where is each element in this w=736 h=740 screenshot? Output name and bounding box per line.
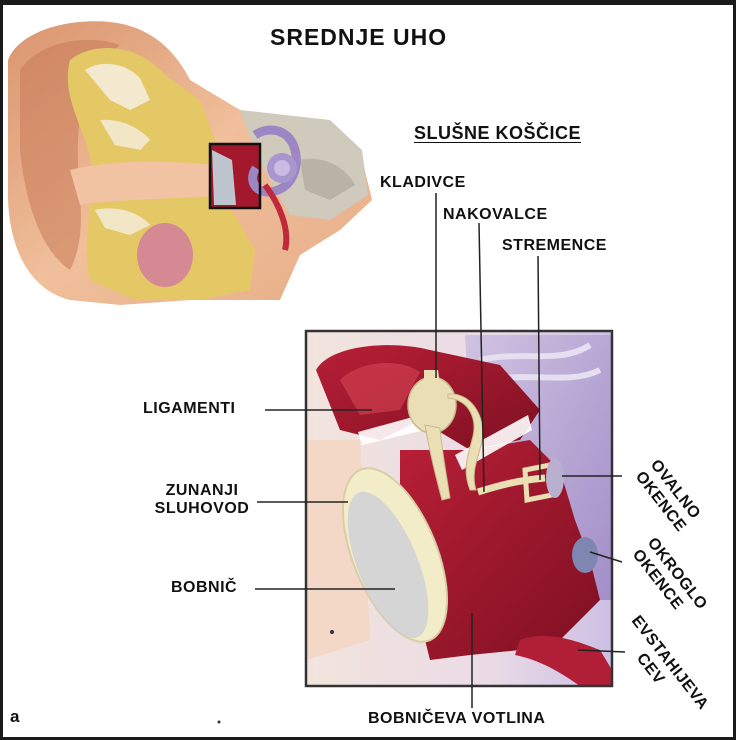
label-nakovalce: NAKOVALCE xyxy=(443,206,548,224)
oval-window xyxy=(546,458,564,498)
label-zunanji-line1: ZUNANJI xyxy=(147,482,257,500)
figure-letter: a xyxy=(10,707,20,727)
label-zunanji-line2: SLUHOVOD xyxy=(147,500,257,518)
middle-ear-detail-panel xyxy=(306,331,612,686)
section-subtitle: SLUŠNE KOŠČICE xyxy=(414,123,581,144)
label-kladivce: KLADIVCE xyxy=(380,174,466,192)
label-bobniceva-votlina: BOBNIČEVA VOTLINA xyxy=(368,710,545,728)
round-window xyxy=(572,537,598,573)
label-bobnic: BOBNIČ xyxy=(171,579,237,597)
label-zunanji-sluhovod: ZUNANJI SLUHOVOD xyxy=(147,482,257,518)
label-ligamenti: LIGAMENTI xyxy=(143,400,236,418)
page-title: SREDNJE UHO xyxy=(270,24,447,51)
outer-ear-overview xyxy=(8,21,372,305)
label-stremence: STREMENCE xyxy=(502,237,607,255)
